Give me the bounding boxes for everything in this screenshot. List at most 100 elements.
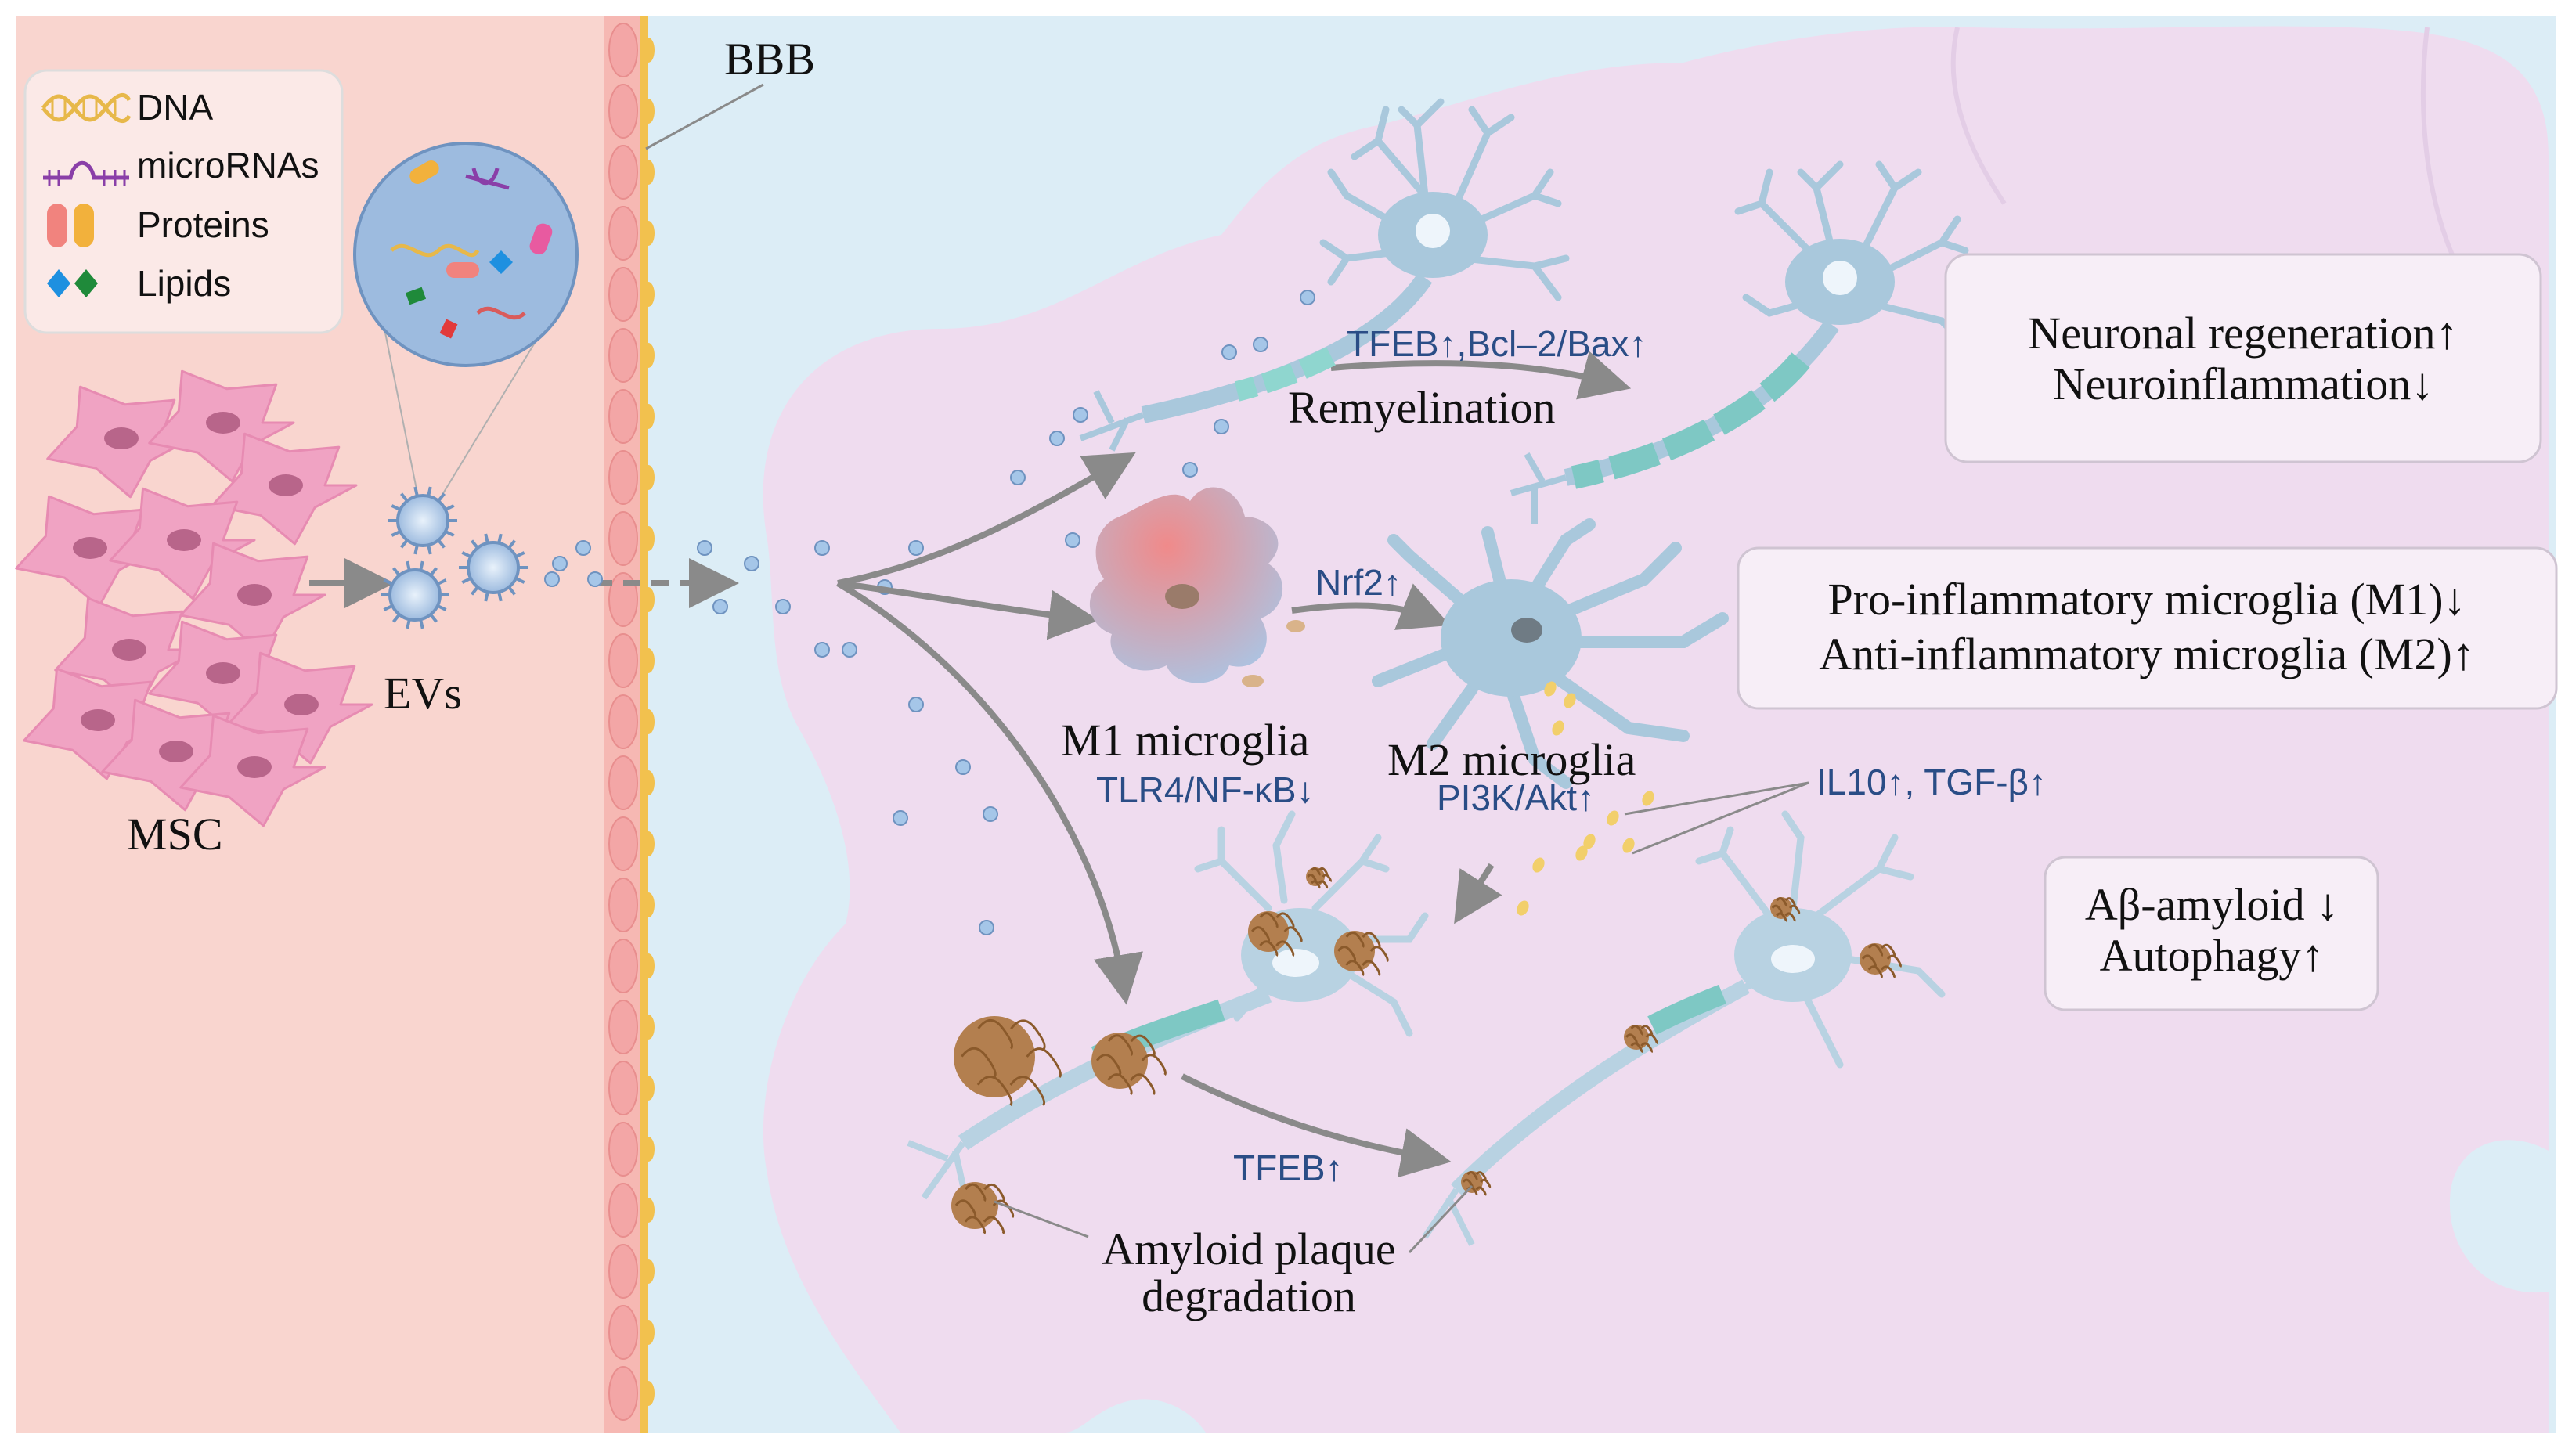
small-ev bbox=[744, 556, 759, 571]
m1-microglia-cell bbox=[1089, 487, 1305, 687]
small-ev bbox=[587, 571, 603, 587]
tight-junction bbox=[642, 770, 655, 795]
lipid-icon bbox=[47, 269, 98, 297]
legend: DNA microRNAs Proteins Lipids bbox=[23, 69, 344, 334]
msc-nucleus bbox=[73, 537, 107, 559]
scattered-evs bbox=[544, 290, 1315, 935]
extracellular-vesicle bbox=[467, 541, 520, 594]
endothelial-cell bbox=[608, 23, 638, 77]
nrf2-pathway-label: Nrf2↑ bbox=[1315, 562, 1401, 603]
cytokine bbox=[1622, 838, 1635, 853]
bbb-label: BBB bbox=[724, 34, 815, 85]
msc-nucleus bbox=[237, 584, 272, 606]
il10-pointer-lines bbox=[1624, 781, 1809, 855]
legend-proteins-label: Proteins bbox=[137, 204, 269, 245]
outcome-box-microglia: Pro-inflammatory microglia (M1)↓ Anti-in… bbox=[1737, 546, 2558, 710]
endothelial-cell bbox=[608, 755, 638, 810]
tight-junction bbox=[642, 343, 655, 368]
arrow-to-m1 bbox=[837, 580, 1099, 640]
tlr4-pathway-label: TLR4/NF-κB↓ bbox=[1096, 769, 1315, 810]
extracellular-vesicle bbox=[396, 494, 449, 547]
small-ev bbox=[1300, 290, 1315, 305]
endothelial-cell bbox=[608, 450, 638, 505]
tight-junction bbox=[642, 1259, 655, 1284]
cytokine-particles bbox=[1517, 681, 1654, 916]
amyloid-pointer-left bbox=[994, 1200, 1089, 1238]
tight-junction bbox=[642, 953, 655, 978]
evs-label: EVs bbox=[384, 668, 462, 719]
arrow-m1-to-m2 bbox=[1291, 583, 1451, 630]
cytokine bbox=[1552, 720, 1564, 736]
endothelial-cell bbox=[608, 939, 638, 993]
cytokine bbox=[1583, 834, 1596, 849]
small-ev bbox=[842, 642, 857, 658]
endothelial-cell bbox=[608, 1366, 638, 1421]
outcome-amyloid-line1: Aβ-amyloid ↓ bbox=[2085, 879, 2339, 930]
extracellular-vesicles bbox=[381, 486, 528, 629]
pi3k-pathway-label: PI3K/Akt↑ bbox=[1437, 777, 1595, 818]
neuron-amyloid-right bbox=[1422, 810, 1946, 1246]
msc-nucleus bbox=[206, 412, 240, 434]
outcome-box-amyloid: Aβ-amyloid ↓ Autophagy↑ bbox=[2044, 856, 2379, 1011]
small-ev bbox=[1182, 462, 1198, 478]
msc-nucleus bbox=[206, 662, 240, 684]
arrow-remyelination bbox=[1330, 351, 1632, 400]
microrna-icon bbox=[43, 160, 129, 186]
endothelial-cell bbox=[608, 633, 638, 688]
endothelial-cell bbox=[608, 694, 638, 749]
msc-nucleus bbox=[284, 694, 319, 715]
bbb-pointer-line bbox=[645, 83, 764, 150]
arrow-to-neuron bbox=[837, 452, 1136, 586]
amyloid-plaque bbox=[1624, 1025, 1658, 1054]
arrow-m2-cytokines bbox=[1454, 863, 1502, 924]
il10-pathway-label: IL10↑, TGF-β↑ bbox=[1816, 762, 2047, 802]
amyloid-pointer-right bbox=[1408, 1184, 1474, 1254]
neuron-damaged-top bbox=[1079, 98, 1570, 452]
small-ev bbox=[1214, 419, 1229, 434]
small-ev bbox=[712, 599, 728, 614]
amyloid-plaque bbox=[1248, 911, 1303, 957]
msc-label: MSC bbox=[127, 809, 223, 860]
cytokine bbox=[1544, 681, 1557, 697]
endothelial-cell bbox=[608, 328, 638, 383]
endothelial-cell bbox=[608, 206, 638, 261]
amyloid-plaque bbox=[1860, 943, 1902, 978]
small-ev bbox=[697, 540, 712, 556]
msc-nucleus bbox=[104, 427, 139, 449]
msc-nucleus bbox=[159, 741, 193, 762]
endothelial-cell bbox=[608, 389, 638, 444]
cytokine bbox=[1575, 845, 1588, 861]
tight-junction bbox=[642, 831, 655, 856]
tight-junction bbox=[642, 282, 655, 307]
small-ev bbox=[1065, 532, 1080, 548]
msc-nucleus bbox=[269, 474, 303, 496]
amyloid-plaque bbox=[954, 1016, 1062, 1107]
pathway-arrows bbox=[835, 351, 1632, 1178]
small-ev bbox=[1221, 344, 1237, 360]
amyloid-plaque bbox=[1334, 931, 1389, 977]
neuron-myelinated-top bbox=[1510, 160, 1969, 524]
small-ev bbox=[983, 806, 998, 822]
small-ev bbox=[908, 697, 924, 712]
amyloid-label-line2: degradation bbox=[1142, 1270, 1356, 1321]
endothelial-cell bbox=[608, 1305, 638, 1360]
endothelial-cell bbox=[608, 267, 638, 322]
endothelial-cell bbox=[608, 1061, 638, 1115]
msc-nucleus bbox=[112, 639, 146, 661]
tight-junction bbox=[642, 99, 655, 124]
arrow-to-amyloid bbox=[835, 580, 1143, 1005]
tight-junction bbox=[642, 1015, 655, 1040]
small-ev bbox=[1253, 337, 1268, 352]
small-ev bbox=[544, 571, 560, 587]
tight-junction bbox=[642, 709, 655, 734]
legend-lipids-label: Lipids bbox=[137, 263, 231, 304]
blood-brain-barrier bbox=[604, 16, 655, 1433]
endothelial-cell bbox=[608, 1244, 638, 1299]
tight-junction bbox=[642, 221, 655, 246]
msc-nucleus bbox=[81, 709, 115, 731]
arrow-plaque-degradation bbox=[1181, 1073, 1452, 1178]
tight-junction bbox=[642, 1137, 655, 1162]
dna-icon bbox=[41, 93, 132, 123]
small-ev bbox=[575, 540, 591, 556]
small-ev bbox=[1049, 431, 1065, 446]
